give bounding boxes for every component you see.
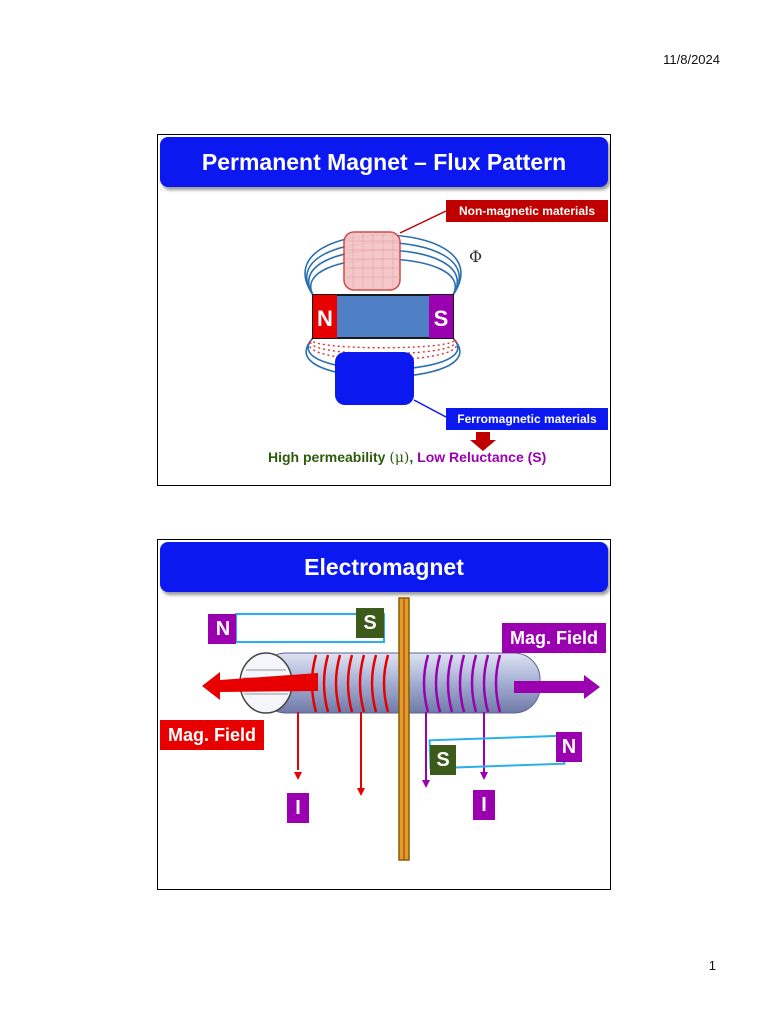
electromagnet-diagram [202, 597, 600, 861]
slide-permanent-magnet: Permanent Magnet – Flux Pattern [157, 134, 611, 486]
top-magnet-north-label: N [215, 618, 231, 640]
flux-symbol: Φ [469, 247, 483, 266]
bottom-magnet [428, 732, 582, 775]
caption-comma: , [409, 449, 414, 465]
top-magnet-south-label: S [363, 612, 377, 634]
page-date: 11/8/2024 [663, 52, 720, 67]
magnet-north-pole [313, 295, 337, 338]
mag-field-arrow-right [514, 675, 600, 699]
coil-windings-right [422, 654, 502, 713]
ferromagnetic-block [335, 352, 414, 405]
top-magnet [208, 608, 385, 644]
mag-field-arrow-left [202, 672, 318, 700]
bottom-magnet-south-label: S [436, 749, 450, 771]
ferromagnetic-pointer [413, 399, 447, 418]
permeability-caption: High permeability (μ), Low Reluctance (S… [268, 449, 608, 466]
nonmagnetic-label: Non-magnetic materials [446, 200, 608, 222]
current-label-left: I [287, 793, 309, 823]
high-permeability-text: High permeability [268, 449, 386, 465]
lead-wires-left [297, 712, 362, 788]
bottom-magnet-north-label: N [561, 736, 577, 758]
magnet-north-label: N [317, 306, 333, 331]
lead-wires-right [425, 712, 485, 780]
mag-field-label-left: Mag. Field [160, 720, 264, 750]
magnet-south-pole [429, 295, 453, 338]
flux-pattern-diagram: N S [304, 210, 496, 451]
nonmagnetic-pointer [399, 210, 447, 234]
slide-title: Electromagnet [160, 542, 608, 592]
mu-symbol: (μ) [389, 450, 410, 466]
slide-title: Permanent Magnet – Flux Pattern [160, 137, 608, 187]
down-arrow-icon [470, 432, 496, 451]
page-number: 1 [708, 958, 716, 973]
slide-electromagnet: Electromagnet [157, 539, 611, 890]
magnet-south-label: S [434, 306, 449, 331]
low-reluctance-text: Low Reluctance (S) [417, 449, 547, 465]
mag-field-label-right: Mag. Field [502, 623, 606, 653]
current-label-right: I [473, 790, 495, 820]
nonmagnetic-block [343, 231, 401, 291]
ferromagnetic-label: Ferromagnetic materials [446, 408, 608, 430]
